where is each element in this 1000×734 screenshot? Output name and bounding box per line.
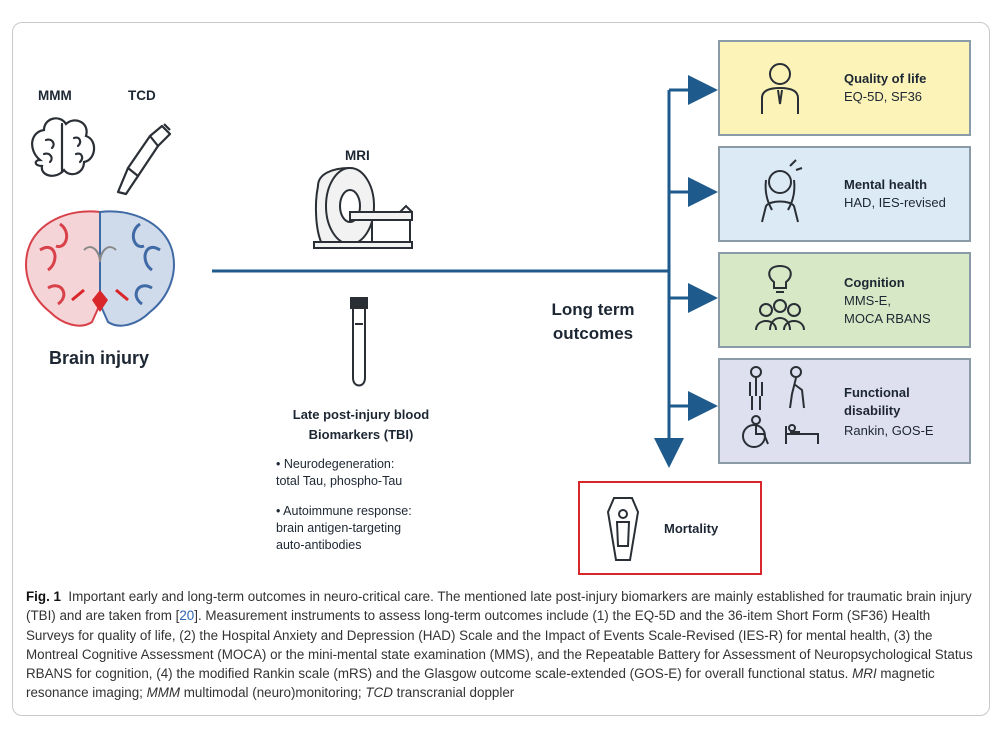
outcome-sub: HAD, IES-revised (844, 195, 946, 210)
outcome-sub: MMS-E, MOCA RBANS (844, 293, 931, 326)
bullet-neurodegeneration: • Neurodegeneration: total Tau, phospho-… (276, 457, 403, 488)
outcome-sub: EQ-5D, SF36 (844, 89, 923, 104)
caption-abbr-mmm: MMM (146, 685, 181, 701)
caption-abbr-tcd-def: transcranial doppler (392, 685, 515, 701)
bullet-autoimmune: • Autoimmune response: brain antigen-tar… (276, 504, 412, 552)
outcome-mental-health: Mental health HAD, IES-revised (718, 146, 971, 242)
long-term-outcomes-label: Long term outcomes (551, 300, 635, 343)
outcome-title: Cognition (844, 275, 905, 290)
person-tie-icon (761, 63, 799, 114)
mortality-box: Mortality (578, 481, 762, 575)
mri-label: MRI (345, 148, 370, 163)
lightbulb-group-icon (755, 264, 805, 331)
brain-injury-label: Brain injury (49, 348, 150, 368)
outcome-sub: Rankin, GOS-E (844, 423, 934, 438)
figure-caption: Fig. 1 Important early and long-term out… (26, 587, 978, 703)
stressed-person-icon (761, 159, 803, 223)
caption-abbr-mri-def: magnetic resonance imaging; (26, 666, 935, 701)
biomarkers-title: Late post-injury blood Biomarkers (TBI) (292, 407, 430, 442)
mortality-label: Mortality (664, 521, 719, 536)
disability-icons (742, 366, 819, 448)
outcome-title: Quality of life (844, 71, 927, 86)
outcome-title: Mental health (844, 177, 928, 192)
caption-fig-label: Fig. 1 (26, 589, 61, 604)
caption-text-2: ]. Measurement instruments to assess lon… (26, 608, 973, 682)
mmm-label: MMM (38, 88, 72, 103)
caption-reference-link[interactable]: 20 (179, 608, 195, 624)
tcd-label: TCD (128, 88, 156, 103)
outcome-cognition: Cognition MMS-E, MOCA RBANS (718, 252, 971, 348)
caption-abbr-mmm-def: multimodal (neuro)monitoring; (180, 685, 366, 701)
outcome-title: Functional disability (844, 385, 910, 418)
outcome-functional-disability: Functional disability Rankin, GOS-E (718, 358, 971, 464)
caption-text-1: Important early and long-term outcomes i… (26, 589, 972, 624)
caption-abbr-tcd: TCD (365, 685, 393, 701)
outcome-quality-of-life: Quality of life EQ-5D, SF36 (718, 40, 971, 136)
caption-abbr-mri: MRI (852, 666, 877, 682)
